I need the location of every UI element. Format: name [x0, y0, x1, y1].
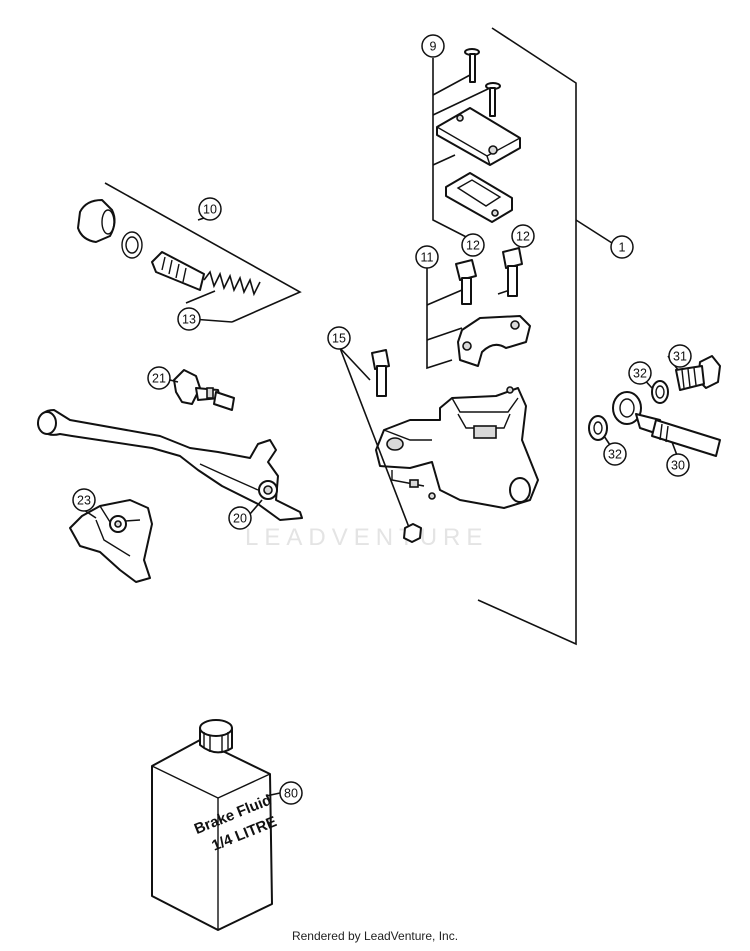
sealing-washer: [588, 415, 608, 441]
callout-21[interactable]: 21: [147, 366, 171, 390]
callout-10[interactable]: 10: [198, 197, 222, 221]
brake-fluid-bottle[interactable]: Brake Fluid 1/4 LITRE: [151, 719, 282, 931]
piston-boot: [77, 199, 116, 243]
svg-text:13: 13: [182, 313, 196, 327]
svg-text:32: 32: [608, 448, 622, 462]
pivot-bolt: [371, 349, 390, 397]
svg-text:11: 11: [421, 251, 434, 265]
brake-lever[interactable]: [37, 409, 303, 521]
svg-text:30: 30: [671, 459, 685, 473]
master-cylinder-body[interactable]: [375, 386, 539, 509]
reservoir-cap: [436, 107, 521, 166]
banjo-bolt: [675, 355, 721, 391]
reservoir-cover-group[interactable]: [432, 48, 521, 245]
pivot-bolt-group[interactable]: [339, 347, 422, 543]
lever-guard[interactable]: [69, 499, 153, 583]
footer-credit: Rendered by LeadVenture, Inc.: [291, 929, 459, 943]
callout-13[interactable]: 13: [177, 307, 201, 331]
callout-9[interactable]: 9: [421, 34, 445, 58]
clamp-bolt: [502, 247, 523, 297]
pivot-nut: [403, 523, 422, 543]
callout-30[interactable]: 30: [666, 453, 690, 477]
piston: [151, 251, 205, 291]
handlebar-clamp-group[interactable]: [426, 247, 531, 370]
callout-12-left[interactable]: 12: [461, 233, 485, 257]
watermark-text: LEADVENTURE: [245, 524, 488, 551]
callout-80[interactable]: 80: [279, 781, 303, 805]
callout-20[interactable]: 20: [228, 506, 252, 530]
assembly-bracket: [477, 27, 613, 646]
banjo-fitting: [612, 391, 721, 457]
callout-15[interactable]: 15: [327, 326, 351, 350]
svg-text:23: 23: [77, 494, 91, 508]
callout-32-bottom[interactable]: 32: [603, 442, 627, 466]
callout-12-right[interactable]: 12: [511, 224, 535, 248]
svg-text:12: 12: [466, 239, 480, 253]
callout-1[interactable]: 1: [610, 235, 634, 259]
svg-text:21: 21: [152, 372, 166, 386]
callout-11[interactable]: 11: [415, 245, 439, 269]
svg-text:31: 31: [673, 350, 687, 364]
clamp-bolt: [455, 259, 477, 305]
callout-32-top[interactable]: 32: [628, 361, 652, 385]
cover-screw: [464, 48, 480, 83]
sealing-washer: [651, 380, 669, 404]
piston-kit-group[interactable]: [77, 182, 302, 323]
brake-hose-group[interactable]: [588, 355, 721, 457]
circlip: [121, 231, 143, 259]
svg-text:20: 20: [233, 512, 247, 526]
svg-text:1: 1: [619, 241, 626, 255]
reservoir-gasket: [445, 172, 513, 223]
svg-text:10: 10: [203, 203, 217, 217]
svg-text:12: 12: [516, 230, 530, 244]
svg-text:9: 9: [430, 40, 437, 54]
callout-31[interactable]: 31: [668, 344, 692, 368]
clamp: [457, 315, 531, 367]
callout-23[interactable]: 23: [72, 488, 96, 512]
svg-text:15: 15: [332, 332, 346, 346]
svg-text:80: 80: [284, 787, 298, 801]
cover-screw: [485, 82, 501, 117]
return-spring: [203, 270, 261, 297]
svg-text:32: 32: [633, 367, 647, 381]
adjuster-screw[interactable]: [173, 369, 235, 411]
